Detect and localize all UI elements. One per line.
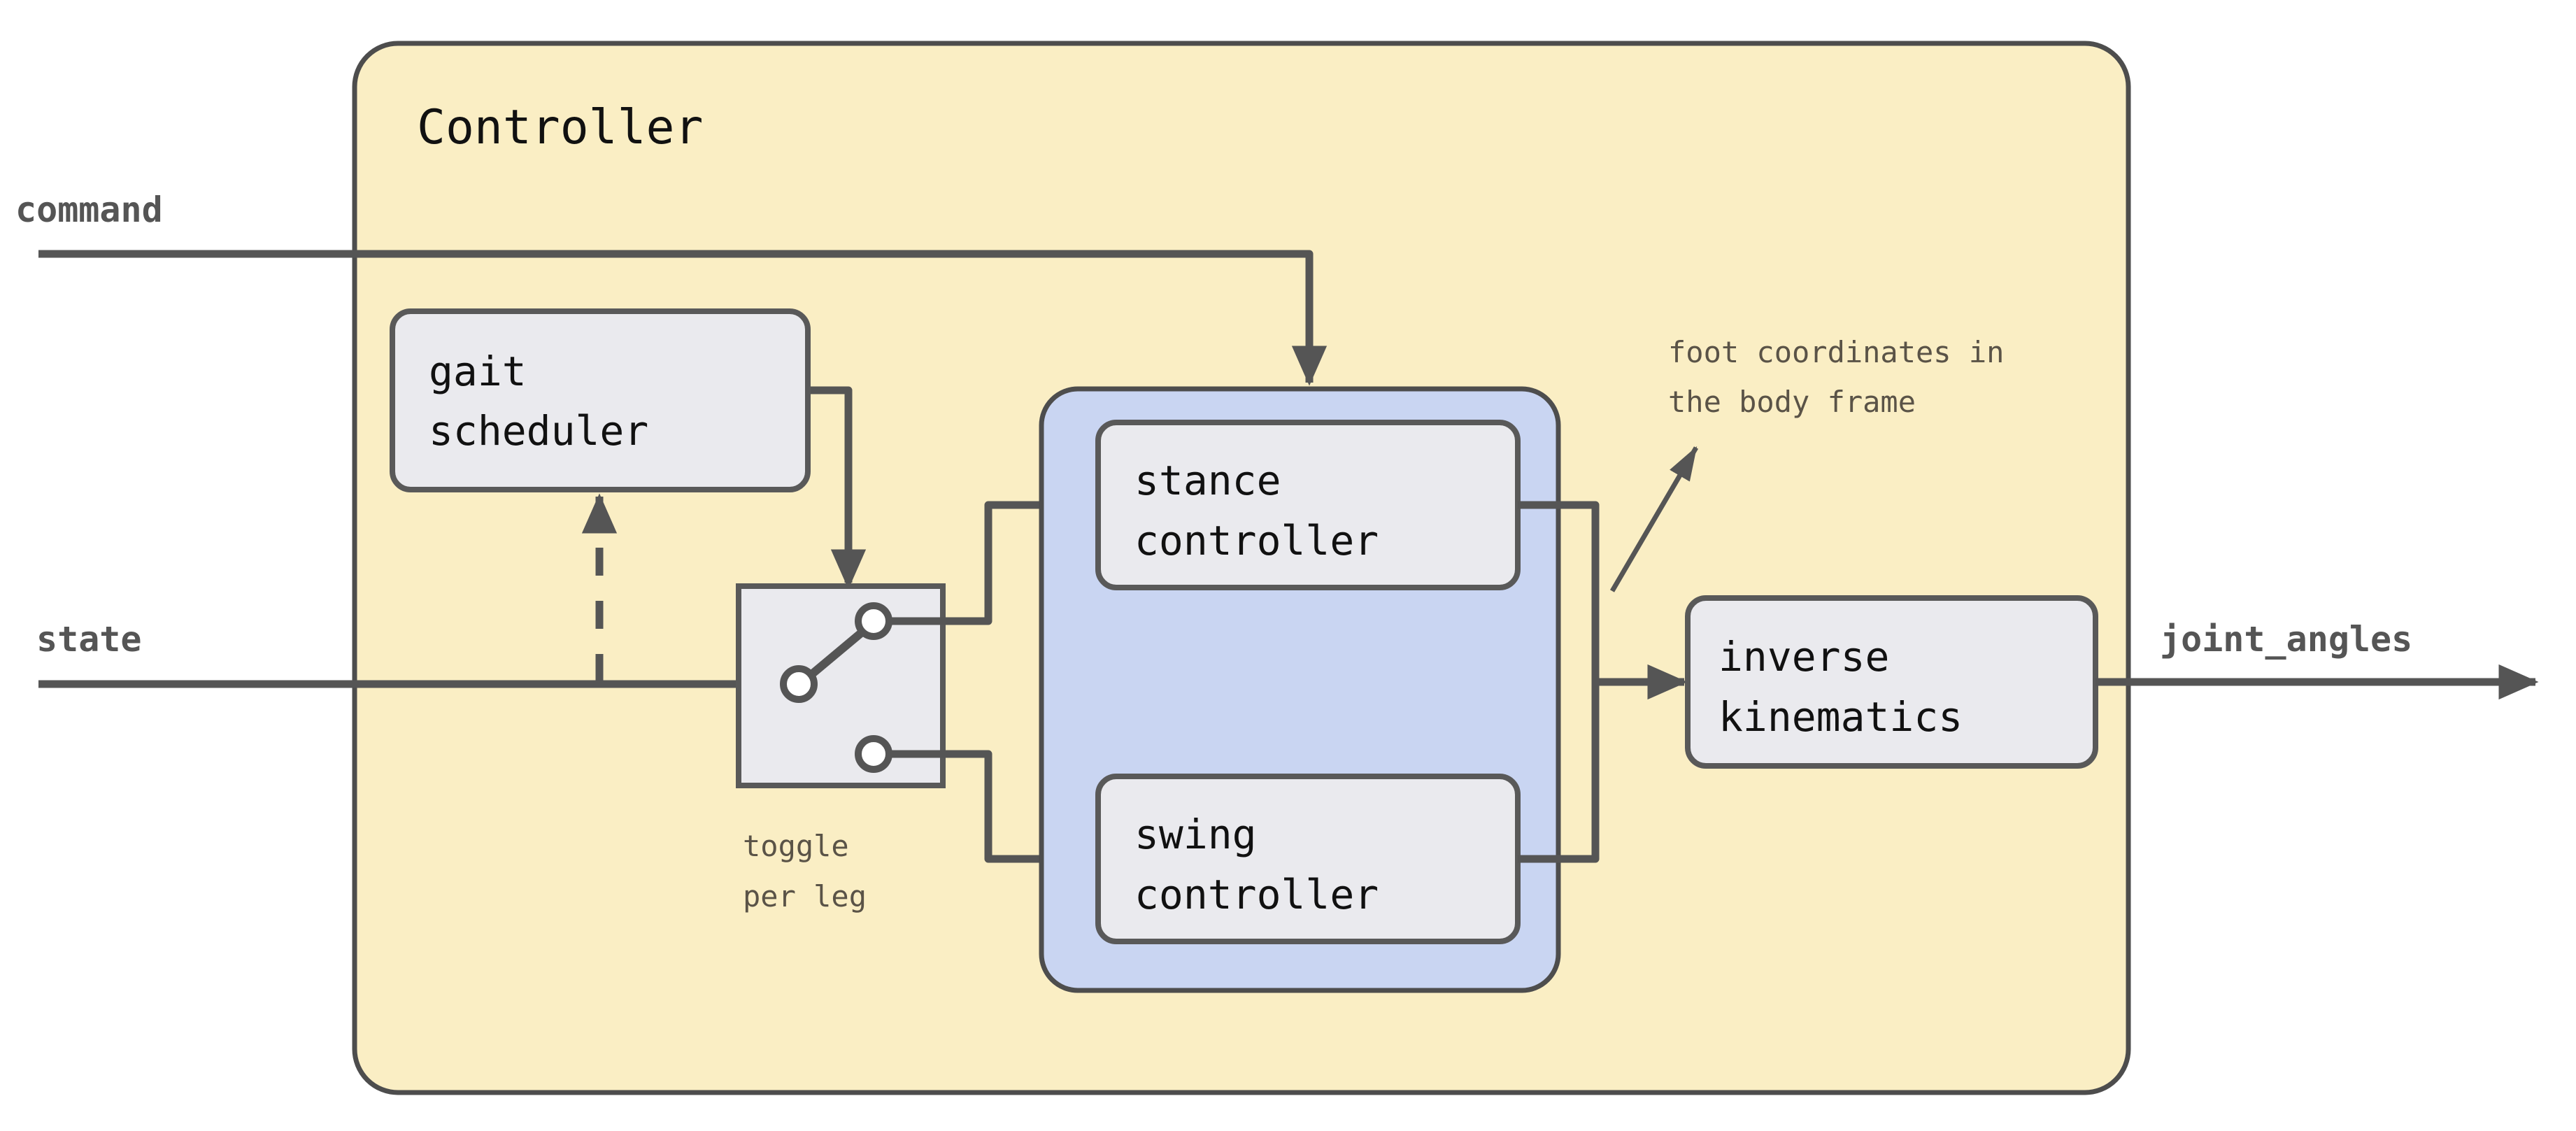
foot-coordinates-pointer <box>1609 446 1699 592</box>
edge-gait-scheduler-to-toggle <box>808 386 867 590</box>
edge-toggle-to-stance <box>890 487 1092 625</box>
foot-coordinates-annotation-arrow <box>1609 446 1699 592</box>
block-swing-controller[interactable] <box>1095 774 1521 944</box>
edge-command-to-group <box>38 250 1328 386</box>
swing-controller-rect[interactable] <box>1095 774 1521 944</box>
inverse-kinematics-rect[interactable] <box>1685 595 2098 769</box>
toggle-stance-wire <box>890 487 1092 625</box>
command-wire <box>38 250 1328 386</box>
block-gait-scheduler[interactable] <box>390 308 811 492</box>
toggle-swing-wire <box>890 750 1092 877</box>
toggle-swing-terminal <box>855 735 892 773</box>
edge-controllers-to-ik <box>1518 501 1688 863</box>
edge-toggle-to-swing <box>890 750 1092 877</box>
toggle-stance-terminal <box>855 602 892 640</box>
toggle-pivot-terminal <box>780 665 818 703</box>
block-stance-controller[interactable] <box>1095 420 1521 590</box>
stance-controller-rect[interactable] <box>1095 420 1521 590</box>
gait-scheduler-rect[interactable] <box>390 308 811 492</box>
block-inverse-kinematics[interactable] <box>1685 595 2098 769</box>
